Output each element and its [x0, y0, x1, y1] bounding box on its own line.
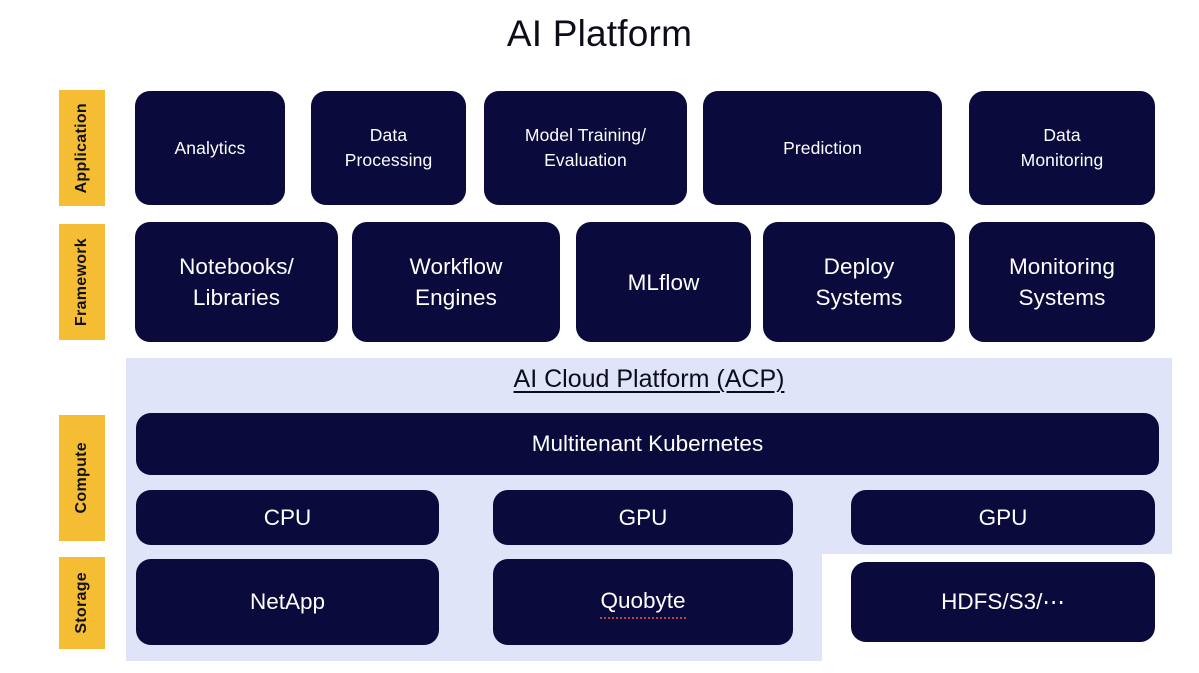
side-label-application: Application — [59, 90, 105, 206]
storage-box-quobyte[interactable]: Quobyte — [493, 559, 793, 645]
side-label-storage-text: Storage — [73, 572, 90, 634]
application-box-model-training-evaluation[interactable]: Model Training/ Evaluation — [484, 91, 687, 205]
framework-box-mlflow-label: MLflow — [627, 269, 700, 295]
storage-box-hdfs-s3-label: HDFS/S3/⋯ — [941, 589, 1065, 614]
storage-box-hdfs-s3[interactable]: HDFS/S3/⋯ — [851, 562, 1155, 642]
compute-box-multitenant-kubernetes[interactable]: Multitenant Kubernetes — [136, 413, 1159, 475]
storage-box-quobyte-label: Quobyte — [600, 586, 686, 619]
application-box-data-processing-label: Data Processing — [344, 125, 433, 170]
acp-platform-title: AI Cloud Platform (ACP) — [513, 365, 785, 393]
framework-box-notebooks-libraries-label: Notebooks/ Libraries — [179, 254, 294, 310]
side-label-framework: Framework — [59, 224, 105, 340]
framework-box-monitoring-systems[interactable]: Monitoring Systems — [969, 222, 1155, 342]
framework-box-notebooks-libraries[interactable]: Notebooks/ Libraries — [135, 222, 338, 342]
framework-box-monitoring-systems-label: Monitoring Systems — [1008, 254, 1116, 310]
compute-box-cpu[interactable]: CPU — [136, 490, 439, 545]
side-label-compute: Compute — [59, 415, 105, 541]
side-label-compute-text: Compute — [73, 442, 90, 514]
application-box-data-monitoring[interactable]: Data Monitoring — [969, 91, 1155, 205]
application-box-analytics-label: Analytics — [174, 137, 246, 158]
application-box-data-monitoring-label: Data Monitoring — [1020, 125, 1104, 170]
framework-box-deploy-systems[interactable]: Deploy Systems — [763, 222, 955, 342]
compute-box-gpu-1-label: GPU — [618, 504, 668, 530]
framework-box-workflow-engines-label: Workflow Engines — [409, 254, 503, 310]
side-label-application-text: Application — [73, 102, 90, 194]
compute-box-multitenant-kubernetes-label: Multitenant Kubernetes — [531, 431, 764, 456]
compute-box-gpu-2-label: GPU — [978, 504, 1028, 530]
storage-box-netapp-label: NetApp — [249, 589, 326, 614]
compute-box-gpu-1[interactable]: GPU — [493, 490, 793, 545]
compute-box-gpu-2[interactable]: GPU — [851, 490, 1155, 545]
storage-box-netapp[interactable]: NetApp — [136, 559, 439, 645]
page-title: AI Platform — [506, 13, 693, 54]
framework-box-deploy-systems-label: Deploy Systems — [815, 254, 903, 310]
application-box-prediction[interactable]: Prediction — [703, 91, 942, 205]
side-label-framework-text: Framework — [73, 237, 90, 327]
framework-box-workflow-engines[interactable]: Workflow Engines — [352, 222, 560, 342]
application-box-analytics[interactable]: Analytics — [135, 91, 285, 205]
application-box-data-processing[interactable]: Data Processing — [311, 91, 466, 205]
application-box-model-training-evaluation-label: Model Training/ Evaluation — [524, 125, 647, 170]
application-box-prediction-label: Prediction — [783, 137, 862, 158]
side-label-storage: Storage — [59, 557, 105, 649]
compute-box-cpu-label: CPU — [263, 504, 312, 530]
framework-box-mlflow[interactable]: MLflow — [576, 222, 751, 342]
